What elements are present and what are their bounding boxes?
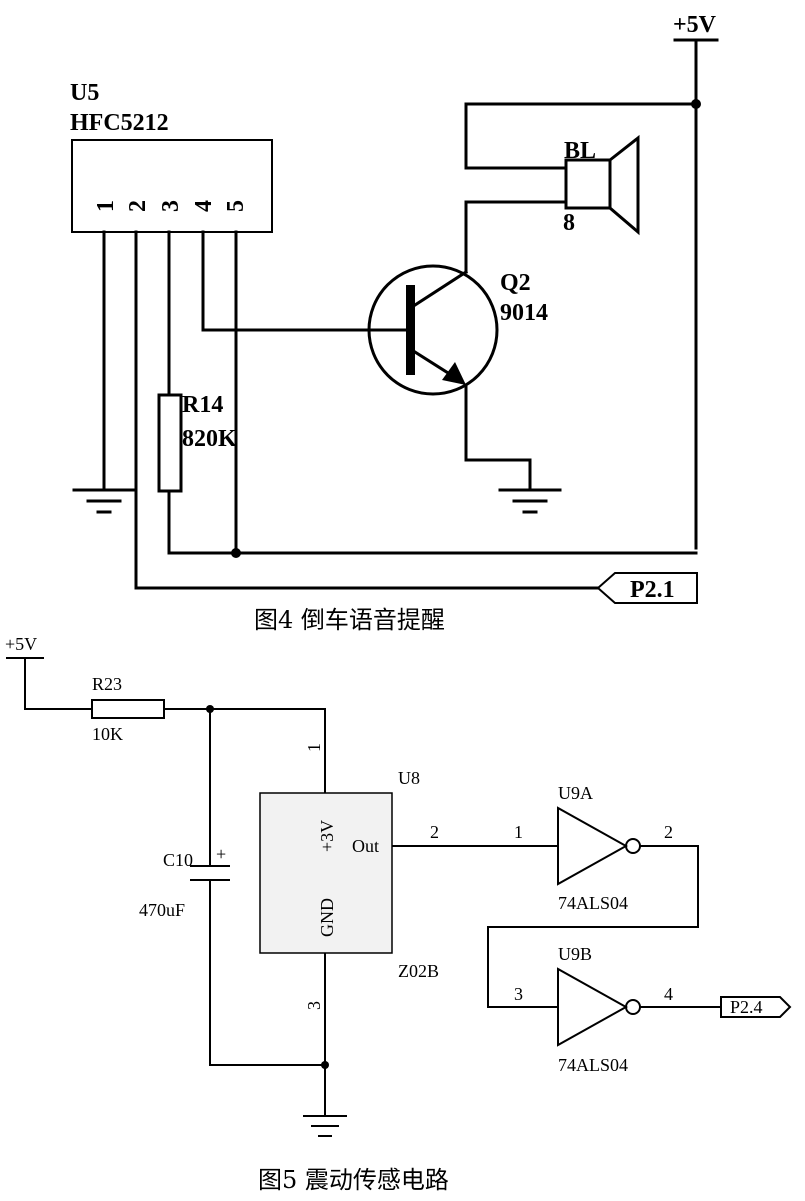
port-p24	[720, 996, 792, 1018]
u8-pin-out-label: Out	[352, 836, 379, 856]
inverter-u9a	[557, 806, 629, 886]
u5-pin-5: 5	[223, 200, 249, 212]
u9a-part: 74ALS04	[558, 893, 628, 913]
wire-u9a-u9b	[487, 845, 699, 1008]
inverter-u9a-bubble	[625, 838, 641, 854]
wire-5v-r23	[24, 658, 92, 710]
resistor-r23-ref: R23	[92, 674, 122, 694]
resistor-r14-ref: R14	[182, 392, 223, 418]
u8-pin-gnd-label: GND	[317, 898, 337, 937]
wire-speaker-top	[464, 102, 698, 170]
speaker-value: 8	[563, 210, 575, 236]
port-p21-label: P2.1	[630, 577, 675, 603]
inverter-u9b-bubble	[625, 999, 641, 1015]
port-p24-label: P2.4	[730, 997, 763, 1017]
u5-pin-4: 4	[191, 200, 217, 212]
wire-collector	[464, 200, 568, 274]
u5-pin-3: 3	[158, 200, 184, 212]
power-label-5v-2: +5V	[5, 634, 37, 654]
figure-5: +5V R23 10K + C10 470uF U8 Z02B +3V Out …	[5, 634, 792, 1194]
speaker-body	[564, 158, 612, 210]
transistor-q2	[367, 264, 499, 396]
figure-5-caption: 图5 震动传感电路	[258, 1166, 449, 1194]
wire-pin2-p21	[134, 230, 600, 590]
resistor-r23-value: 10K	[92, 724, 123, 744]
u9a-in-number: 1	[514, 822, 523, 842]
resistor-r14	[157, 393, 183, 493]
capacitor-value: 470uF	[139, 900, 185, 920]
ground-symbol-3	[303, 1115, 347, 1137]
u5-pin-1: 1	[93, 200, 119, 212]
junction-dot	[231, 548, 241, 558]
u5-part: HFC5212	[70, 110, 169, 136]
u8-pin3-number: 3	[304, 1001, 324, 1010]
u9b-out-number: 4	[664, 984, 673, 1004]
u5-ref: U5	[70, 80, 99, 106]
u8-pin1-number: 1	[304, 743, 324, 752]
transistor-body	[367, 264, 499, 396]
speaker-bl	[564, 134, 640, 236]
u5-body	[71, 139, 273, 233]
u9b-ref: U9B	[558, 944, 592, 964]
ground-symbol-1	[72, 488, 136, 514]
wire-pin4-base	[201, 230, 412, 332]
u5-pin-2: 2	[125, 200, 151, 212]
speaker-ref: BL	[564, 138, 596, 164]
u9a-ref: U9A	[558, 783, 593, 803]
transistor-part: 9014	[500, 300, 548, 326]
resistor-r23	[91, 699, 165, 719]
capacitor-polarity: +	[216, 844, 226, 864]
speaker-cone	[608, 134, 640, 236]
wire-emitter-ground	[464, 383, 532, 492]
ground-symbol-2	[498, 488, 562, 514]
transistor-collector	[412, 269, 469, 308]
u8-pin2-number: 2	[430, 822, 439, 842]
figure-4-caption: 图4 倒车语音提醒	[254, 606, 445, 634]
port-p21	[596, 572, 698, 604]
power-label-5v: +5V	[673, 12, 717, 38]
wire-c10-ground	[209, 880, 325, 1066]
transistor-base-bar	[406, 285, 415, 375]
u9b-part: 74ALS04	[558, 1055, 628, 1075]
junction-dot	[321, 1061, 329, 1069]
emitter-arrow	[442, 362, 466, 385]
wire-r23-u8	[164, 708, 326, 793]
u8-pin-vcc-label: +3V	[317, 820, 337, 852]
resistor-r14-value: 820K	[182, 426, 237, 452]
u9b-in-number: 3	[514, 984, 523, 1004]
figure-4: +5V BL 8 U5 HFC5212 1 2 3 4 5 P2.1	[70, 12, 719, 634]
transistor-ref: Q2	[500, 270, 531, 296]
u8-ref: U8	[398, 768, 420, 788]
u9a-out-number: 2	[664, 822, 673, 842]
inverter-u9b	[557, 967, 629, 1047]
u8-part: Z02B	[398, 961, 439, 981]
wire-r14-bottom	[167, 489, 698, 555]
capacitor-ref: C10	[163, 850, 193, 870]
